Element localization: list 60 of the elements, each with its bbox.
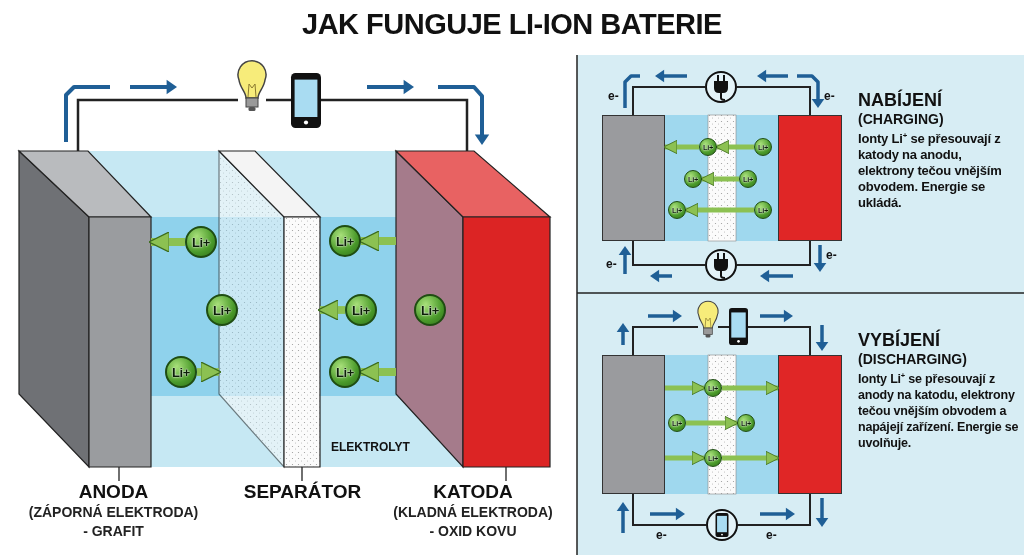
circuit-wire: [321, 98, 469, 151]
ion-flow-arrow: [722, 380, 780, 396]
ion-flow-arrow: [665, 450, 706, 466]
ion-flow-arrow: [700, 171, 739, 187]
anode-block: [602, 115, 665, 241]
ion-flow-arrow: [358, 361, 396, 383]
mode-description: Ionty Li$^{+}$ se přesouvají z katody na anodu, elektrony tečou vnějším obvodem. Energie se ukládá.: [858, 130, 1003, 212]
cathode-block: [778, 115, 842, 241]
component-name: ANODA: [77, 481, 150, 503]
mode-subheading: (CHARGING): [858, 111, 944, 128]
electron-label: e-: [766, 528, 777, 542]
leader-line: [505, 466, 507, 482]
circuit-wire: [632, 493, 707, 526]
ion-flow-arrow: [686, 415, 739, 431]
circuit-wire: [717, 326, 730, 328]
ion-flow-arrow: [358, 230, 396, 252]
light-bulb-icon: [698, 301, 718, 337]
component-name: SEPARÁTOR: [242, 481, 363, 503]
anode-block: [602, 355, 665, 494]
ion-flow-arrow: [722, 450, 780, 466]
leader-line: [118, 466, 120, 482]
ion-flow-arrow: [715, 139, 754, 155]
circuit-wire: [747, 326, 811, 356]
mode-heading: VYBÍJENÍ: [858, 330, 941, 351]
phone-icon: [706, 509, 738, 541]
component-name: KATODA: [432, 481, 514, 503]
electron-label: e-: [826, 248, 837, 262]
plug-icon: [705, 71, 737, 103]
electrolyte-label: ELEKTROLYT: [331, 440, 410, 454]
circuit-wire: [736, 240, 811, 266]
leader-line: [301, 466, 303, 482]
phone-icon: [729, 308, 748, 345]
mode-heading: NABÍJENÍ: [858, 90, 942, 111]
circuit-wire: [632, 326, 699, 356]
circuit-wire: [737, 493, 811, 526]
component-description: (ZÁPORNÁ ELEKTRODA) - GRAFIT: [27, 503, 200, 541]
circuit-wire: [736, 86, 811, 116]
title: JAK FUNGUJE LI-ION BATERIE: [302, 8, 722, 41]
ion-flow-arrow: [665, 380, 706, 396]
electron-label: e-: [824, 89, 835, 103]
electron-label: e-: [608, 89, 619, 103]
ion-flow-arrow: [684, 202, 754, 218]
component-description: (KLADNÁ ELEKTRODA) - OXID KOVU: [392, 503, 554, 541]
circuit-wire: [632, 86, 706, 116]
ion-flow-arrow: [663, 139, 699, 155]
electron-label: e-: [606, 257, 617, 271]
mode-subheading: (DISCHARGING): [858, 351, 967, 368]
light-bulb-icon: [238, 61, 266, 111]
cathode-block: [778, 355, 842, 494]
plug-icon: [705, 249, 737, 281]
circuit-wire: [266, 98, 291, 102]
phone-icon: [291, 73, 321, 128]
ion-flow-arrow: [197, 361, 222, 383]
electron-label: e-: [656, 528, 667, 542]
ion-flow-arrow: [317, 299, 345, 321]
anode-block: [19, 151, 151, 467]
circuit-wire: [76, 98, 238, 151]
ion-flow-arrow: [148, 231, 185, 253]
mode-description: Ionty Li$^{+}$ se přesouvají z anody na katodu, elektrony tečou vnějším obvodem a napájejí zařízení. Energie se uvolňuje.: [858, 370, 1020, 452]
circuit-wire: [632, 240, 706, 266]
